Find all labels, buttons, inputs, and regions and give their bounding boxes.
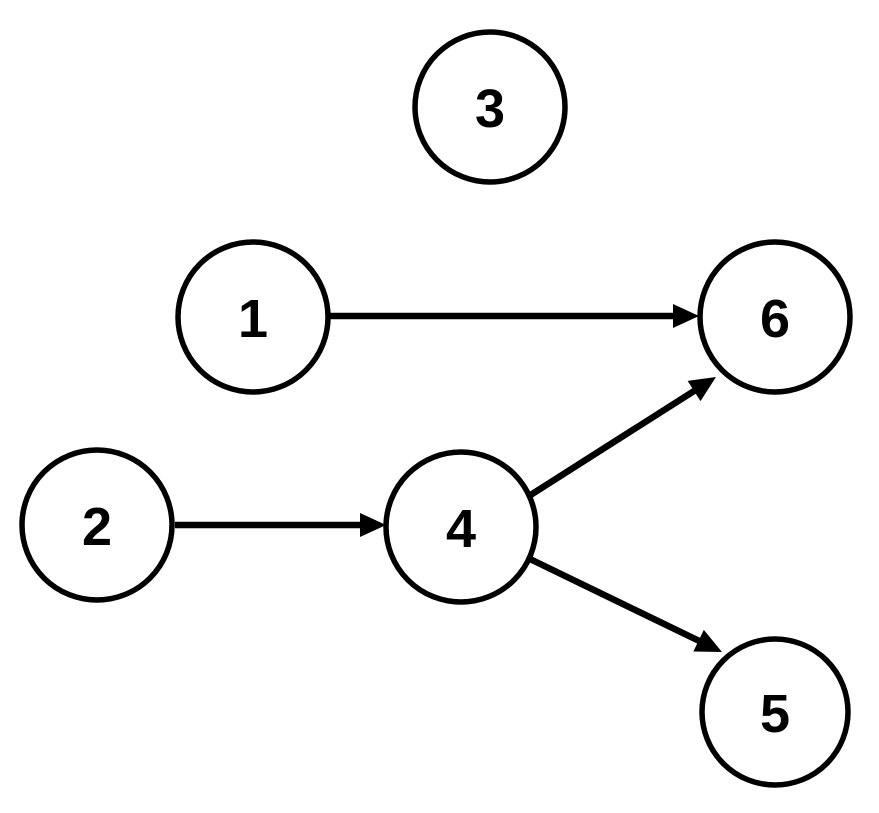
edge-4-to-5[interactable] <box>528 556 722 652</box>
edge-line <box>527 387 698 499</box>
node-circle <box>699 636 851 788</box>
graph-node-1[interactable]: 1 <box>175 239 331 395</box>
arrowhead-icon <box>673 304 699 328</box>
edge-2-to-4[interactable] <box>175 513 386 537</box>
graph-node-4[interactable]: 4 <box>383 449 539 605</box>
node-circle <box>697 239 853 395</box>
edge-4-to-6[interactable] <box>527 377 716 499</box>
node-label: 2 <box>82 497 112 557</box>
edge-1-to-6[interactable] <box>330 304 699 328</box>
node-label: 4 <box>446 499 476 559</box>
graph-node-6[interactable]: 6 <box>697 239 853 395</box>
node-label: 5 <box>760 684 790 744</box>
node-circle <box>19 447 175 603</box>
node-label: 3 <box>475 79 505 139</box>
node-label: 6 <box>760 289 790 349</box>
node-circle <box>412 29 568 185</box>
arrowhead-icon <box>693 629 722 652</box>
graph-node-5[interactable]: 5 <box>699 636 851 788</box>
graph-node-2[interactable]: 2 <box>19 447 175 603</box>
edge-line <box>528 556 702 645</box>
arrowhead-icon <box>687 377 716 402</box>
node-label: 1 <box>238 289 268 349</box>
nodes-layer: 3 1 6 2 4 5 <box>19 29 853 788</box>
graph-node-3[interactable]: 3 <box>412 29 568 185</box>
node-circle <box>383 449 539 605</box>
arrowhead-icon <box>360 513 386 537</box>
edges-layer <box>175 304 722 652</box>
node-circle <box>175 239 331 395</box>
